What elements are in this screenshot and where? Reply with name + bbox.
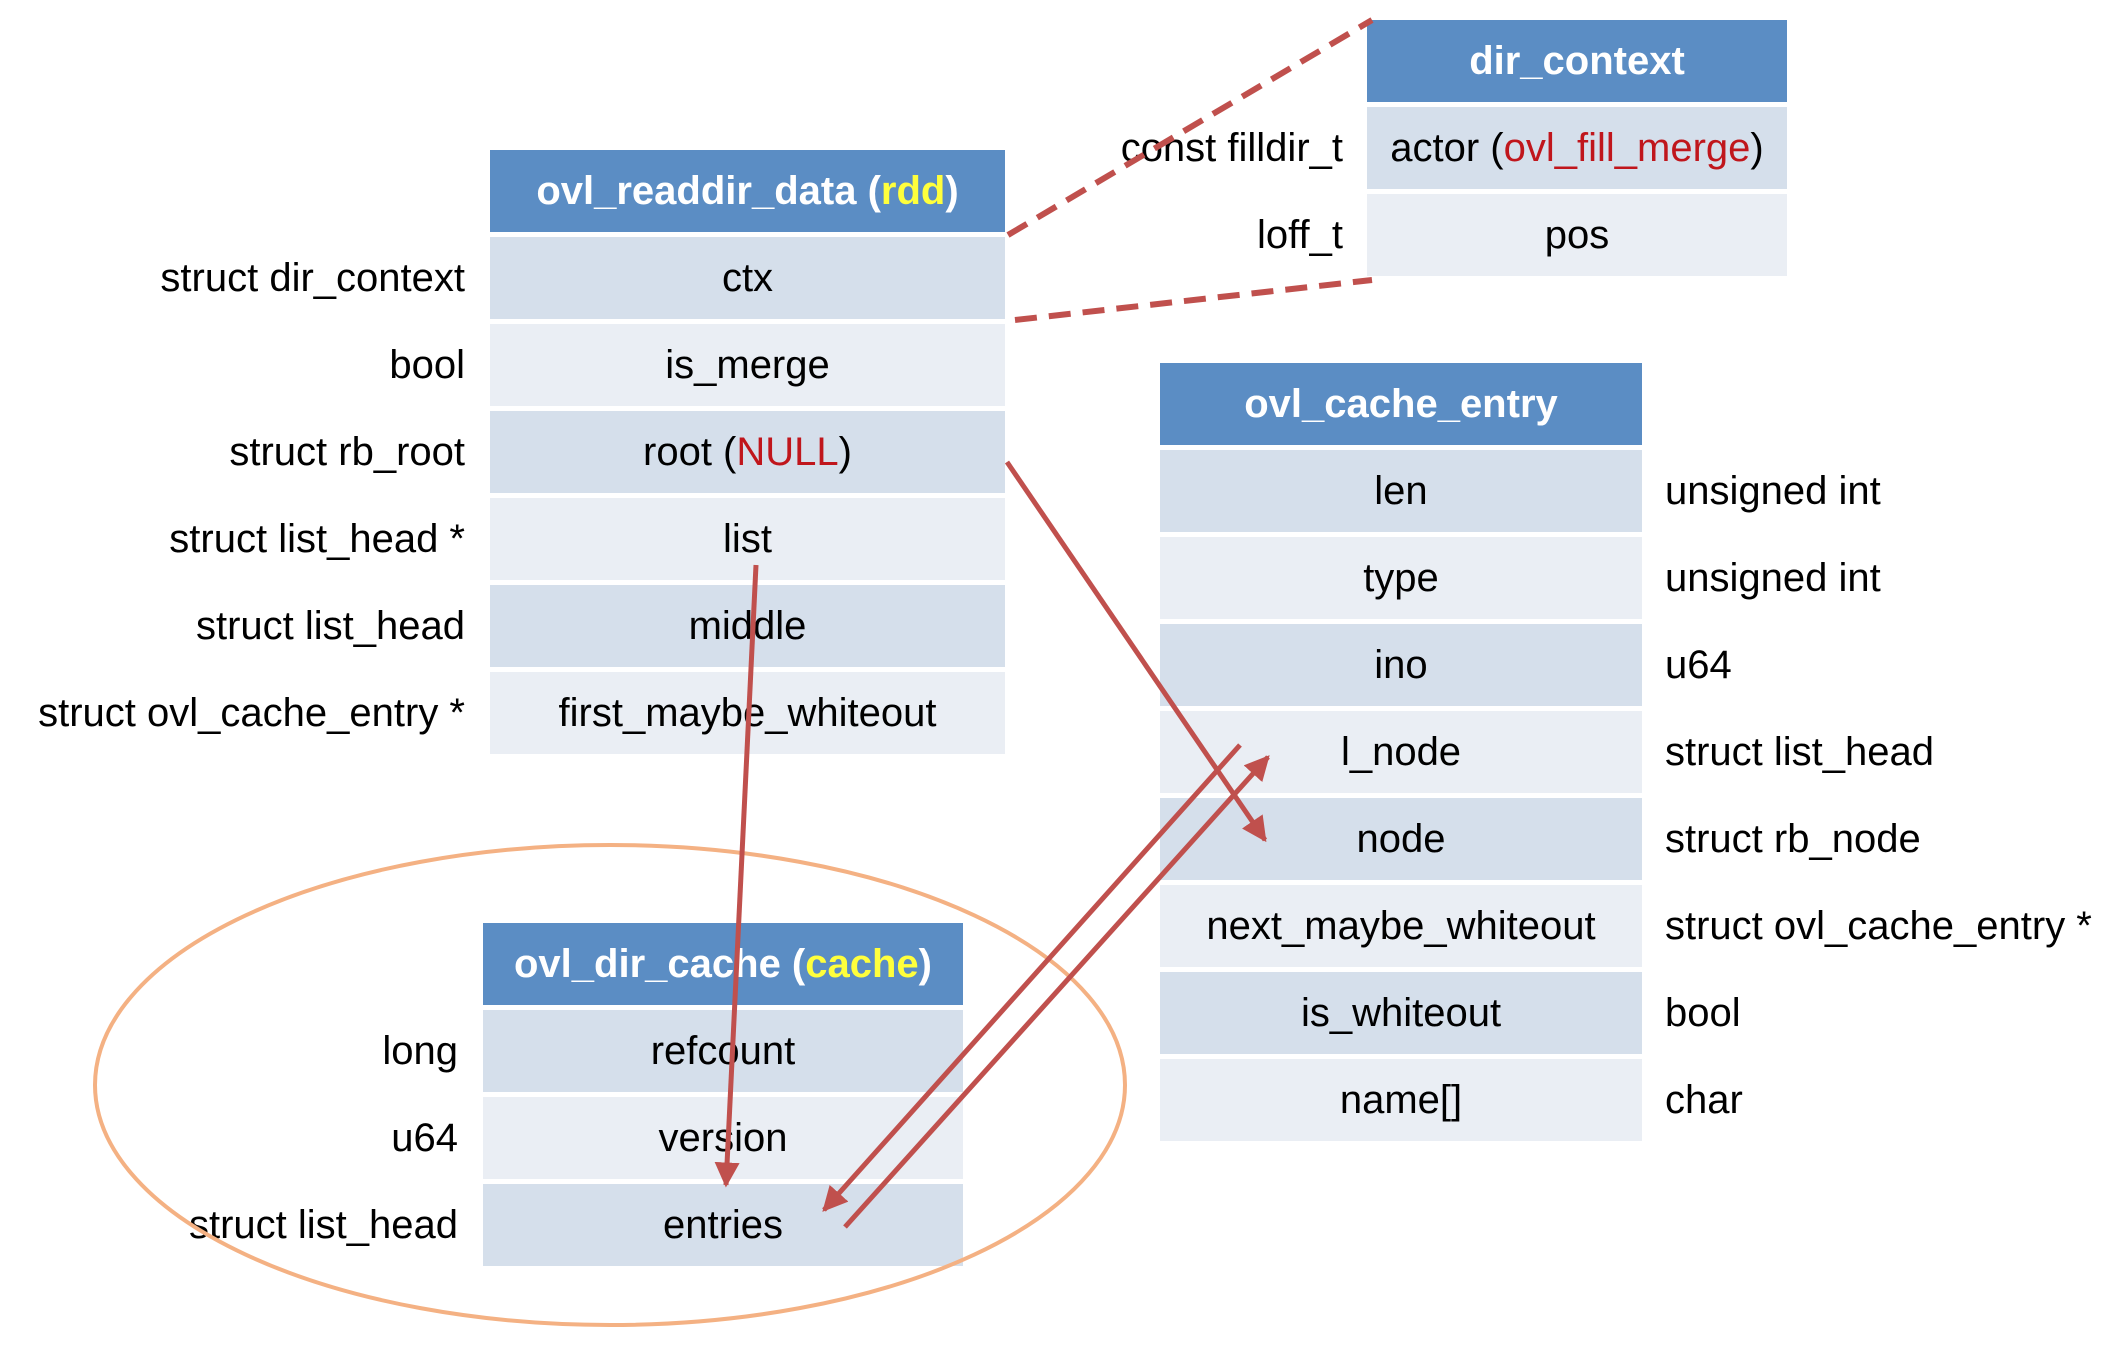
field-ino: ino	[1160, 624, 1642, 706]
type-label: struct list_head	[195, 603, 465, 648]
field-type: type	[1160, 537, 1642, 619]
type-label: char	[1665, 1077, 1743, 1122]
field-is-merge: is_merge	[490, 324, 1005, 406]
field-actor: actor (ovl_fill_merge)	[1367, 107, 1787, 189]
dashed-expand-line-bottom	[1014, 277, 1373, 323]
field-middle: middle	[490, 585, 1005, 667]
table-ovl-cache-entry: ovl_cache_entry len type ino l_node node…	[1160, 363, 1642, 1141]
value-ovl-fill-merge: ovl_fill_merge	[1503, 125, 1751, 170]
field-refcount: refcount	[483, 1010, 963, 1092]
field-list: list	[490, 498, 1005, 580]
arrow-lnode-to-entries	[822, 743, 1242, 1212]
type-label: unsigned int	[1665, 468, 1881, 513]
type-label: bool	[1665, 990, 1741, 1035]
field-len: len	[1160, 450, 1642, 532]
table-ovl-dir-cache: ovl_dir_cache (cache) refcount version e…	[483, 923, 963, 1266]
table-header-rdd: ovl_readdir_data (rdd)	[490, 150, 1005, 232]
type-label: struct rb_root	[229, 429, 465, 474]
type-label: struct ovl_cache_entry *	[38, 690, 465, 735]
type-label: struct list_head *	[169, 516, 465, 561]
field-l-node: l_node	[1160, 711, 1642, 793]
header-title: ovl_readdir_data (	[536, 168, 881, 213]
type-label: struct dir_context	[160, 255, 465, 300]
header-highlight: cache	[805, 941, 919, 986]
type-label: struct rb_node	[1665, 816, 1921, 861]
value-null: NULL	[736, 429, 839, 474]
field-pos: pos	[1367, 194, 1787, 276]
header-title-end: )	[945, 168, 959, 213]
field-ctx: ctx	[490, 237, 1005, 319]
type-label: bool	[389, 342, 465, 387]
cache-highlight-ellipse	[93, 843, 1127, 1327]
field-name: name[]	[1160, 1059, 1642, 1141]
field-root: root (NULL)	[490, 411, 1005, 493]
arrow-root-to-node	[1004, 460, 1268, 843]
dashed-expand-line-top	[1006, 17, 1374, 238]
field-is-whiteout: is_whiteout	[1160, 972, 1642, 1054]
type-label: struct ovl_cache_entry *	[1665, 903, 2092, 948]
type-label: u64	[1665, 642, 1732, 687]
arrow-entries-to-lnode	[843, 755, 1270, 1229]
field-entries: entries	[483, 1184, 963, 1266]
table-dir-context: dir_context actor (ovl_fill_merge) pos	[1367, 20, 1787, 276]
field-next-maybe-whiteout: next_maybe_whiteout	[1160, 885, 1642, 967]
header-highlight: rdd	[880, 168, 946, 213]
table-header-cache-entry: ovl_cache_entry	[1160, 363, 1642, 445]
type-label: struct list_head	[1665, 729, 1935, 774]
arrow-list-to-entries	[714, 564, 759, 1188]
type-label: loff_t	[1257, 212, 1343, 257]
field-node: node	[1160, 798, 1642, 880]
type-label: unsigned int	[1665, 555, 1881, 600]
table-header-dir-cache: ovl_dir_cache (cache)	[483, 923, 963, 1005]
field-version: version	[483, 1097, 963, 1179]
type-label: struct list_head	[188, 1202, 458, 1247]
type-label: u64	[391, 1115, 458, 1160]
table-header-dir-context: dir_context	[1367, 20, 1787, 102]
type-label: long	[382, 1028, 458, 1073]
